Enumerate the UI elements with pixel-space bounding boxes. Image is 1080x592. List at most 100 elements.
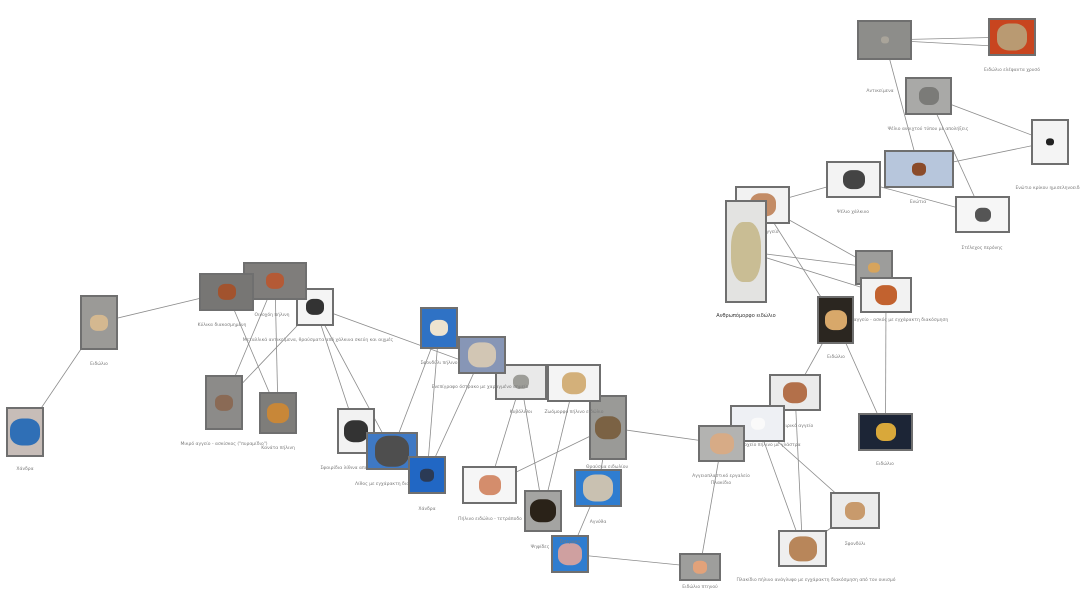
graph-edge [569,553,701,568]
artifact-node[interactable] [589,395,627,460]
artifact-thumbnail [824,310,847,330]
artifact-node[interactable] [860,277,912,313]
artifact-thumbnail [974,207,991,222]
artifact-label: Αγγειοπλαστικό εργαλείο [692,474,750,479]
artifact-label: Λίθος με εγχάρακτη διακόσμηση [355,482,429,487]
graph-edge [757,423,803,549]
artifact-thumbnail [842,169,865,190]
artifact-thumbnail [875,285,897,305]
artifact-node[interactable] [817,296,854,344]
artifact-node[interactable] [259,392,297,434]
artifact-label: Μικρό αγγείο - ασκίσκος ("πυραμίδιο") [180,442,268,447]
artifact-label: Πλακίδιο πήλινο ανάγλυφο με εγχάρακτη δι… [736,578,896,583]
artifact-node[interactable] [857,20,912,60]
artifact-node[interactable] [679,553,721,581]
artifact-node[interactable] [778,530,827,567]
artifact-label: Ψηφίδες [530,545,550,550]
artifact-label: Χάνδρα [418,507,436,512]
artifact-label: Πήλινο ειδώλιο - τετράποδο [458,517,522,522]
graph-edge [542,382,575,512]
graph-edge [314,306,393,452]
artifact-node[interactable] [6,407,44,457]
artifact-thumbnail [90,314,108,331]
artifact-label: Σφονδύλι [844,542,866,547]
artifact-label: Πλακίδιο [710,481,732,486]
artifact-node[interactable] [884,150,954,188]
artifact-thumbnail [1046,138,1054,146]
artifact-label: Ενώτια [909,200,927,205]
artifact-thumbnail [375,435,409,467]
graph-edge [426,327,440,476]
graph-edge [699,443,722,568]
artifact-node[interactable] [905,77,952,115]
artifact-thumbnail [731,221,761,282]
artifact-thumbnail [875,423,896,441]
artifact-thumbnail [513,374,529,390]
artifact-thumbnail [562,372,586,394]
graph-edge [520,381,544,512]
artifact-label: Όστρακο [559,540,581,545]
artifact-thumbnail [344,420,368,442]
artifact-node[interactable] [730,405,785,442]
artifact-thumbnail [217,283,236,301]
artifact-node[interactable] [547,364,601,402]
artifact-thumbnail [880,36,889,44]
artifact-node[interactable] [955,196,1010,233]
artifact-node[interactable] [858,413,913,451]
artifact-node[interactable] [199,273,254,311]
artifact-label: Σφονδύλι πήλινο [420,361,458,366]
artifact-label: Αντικείμενα [866,89,894,94]
graph-edge [745,251,875,268]
artifact-thumbnail [558,543,582,565]
artifact-node[interactable] [420,307,458,349]
artifact-thumbnail [997,23,1027,51]
artifact-label: Αγνύθα [589,520,607,525]
artifact-node[interactable] [769,374,821,411]
artifact-node[interactable] [698,425,745,462]
artifact-label: Κανάτα πήλινη [261,446,295,451]
artifact-thumbnail [530,499,556,523]
artifact-thumbnail [267,403,289,423]
artifact-label: Ανθρωπόμορφο ειδώλιο [716,313,776,319]
artifact-node[interactable] [988,18,1036,56]
artifact-thumbnail [10,418,40,446]
artifact-thumbnail [750,417,765,430]
artifact-node[interactable] [574,469,622,507]
artifact-node[interactable] [80,295,118,350]
artifact-thumbnail [583,474,613,502]
artifact-node[interactable] [205,375,243,430]
artifact-label: Ενεπίγραφο όστρακο με χαραγμένο σημείο [431,385,529,390]
artifact-thumbnail [709,432,734,455]
artifact-thumbnail [845,501,865,520]
artifact-node[interactable] [826,161,881,198]
artifact-thumbnail [918,87,939,105]
artifact-label: Χάνδρα [16,467,34,472]
artifact-label: Ζωόμορφο πήλινο ειδώλιο [544,410,604,415]
artifact-node[interactable] [551,535,589,573]
artifact-label: Μυροδοχείο πήλινο με γλάστρα [729,443,801,448]
artifact-thumbnail [215,394,233,411]
artifact-node[interactable] [462,466,517,504]
artifact-thumbnail [306,298,324,316]
artifact-label: Οινοχόη πήλινη [254,313,290,318]
artifact-node[interactable] [458,336,506,374]
artifact-label: Σφαιρικό αγγείο [776,424,814,429]
artifact-label: Ψέλιο χάλκινο [836,210,870,215]
artifact-node[interactable] [830,492,880,529]
artifact-label: Ψέλιο ανοιχτού τύπου με απολήξεις [887,127,969,132]
artifact-node[interactable] [524,490,562,532]
artifact-label: Μεταλλικά αντικείμενα, θραύσματα από χάλ… [242,338,394,343]
artifact-thumbnail [788,535,817,562]
artifact-node[interactable] [1031,119,1069,165]
artifact-label: Κύλικα διακοσμημένη [197,323,247,328]
artifact-node[interactable] [408,456,446,494]
artifact-label: Στέλεχος περόνης [961,246,1003,251]
artifact-label: Ειδώλιο ελέφαντα χρυσό [983,68,1041,73]
artifact-label: Κυβόλιθοι [509,410,533,415]
artifact-thumbnail [595,415,621,440]
artifact-thumbnail [468,342,496,368]
artifact-node[interactable] [725,200,767,303]
artifact-label: Ενώτιο κρίκου ημισεληνοειδές [1015,186,1080,191]
artifact-thumbnail [868,262,880,273]
artifact-label: Θραύσμα ειδωλίου [585,465,629,470]
